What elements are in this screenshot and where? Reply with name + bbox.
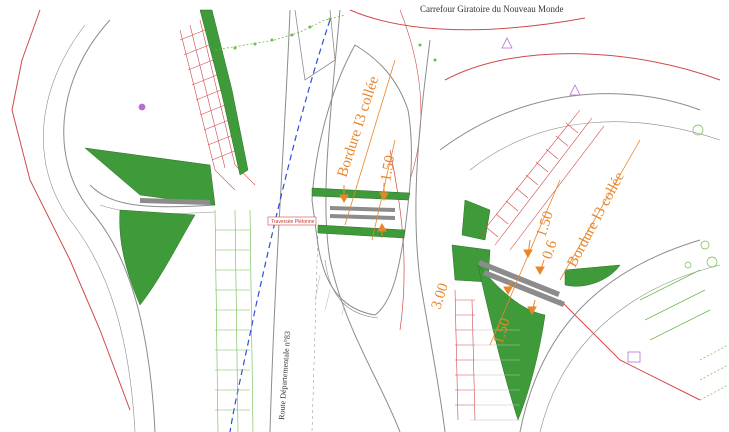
road-label: Route Départementale n°83 (277, 331, 292, 420)
parcel-boundaries (11, 9, 721, 411)
label-dim-150-left: 1.50 (378, 154, 398, 183)
label-bordure-right: Bordure I3 collée (564, 169, 628, 269)
label-dim-150-right-bottom: 1.50 (491, 316, 514, 346)
blue-dashed-axis (229, 19, 331, 432)
label-dim-150-right-top: 1.50 (534, 209, 557, 239)
crossings (140, 198, 565, 307)
purple-symbols (138, 37, 641, 363)
roundabout-curves (389, 39, 721, 432)
vegetation-line (214, 14, 437, 62)
parking-grid-left (214, 209, 254, 432)
orange-arrows (339, 183, 545, 316)
parking-lines-right (470, 329, 520, 421)
left-structure (179, 19, 256, 191)
shrubs-right (639, 124, 729, 401)
drawing-title: Carrefour Giratoire du Nouveau Monde (420, 4, 563, 14)
dimension-leaders (344, 59, 641, 346)
svg-text:Traversée Piétonne: Traversée Piétonne (271, 219, 315, 225)
central-island (311, 44, 412, 319)
label-dim-300: 3.00 (429, 281, 452, 311)
right-structure (454, 109, 605, 421)
label-dim-06: 0.6 (540, 238, 561, 261)
green-areas (84, 9, 621, 421)
crossing-tag: Traversée Piétonne (267, 216, 317, 226)
